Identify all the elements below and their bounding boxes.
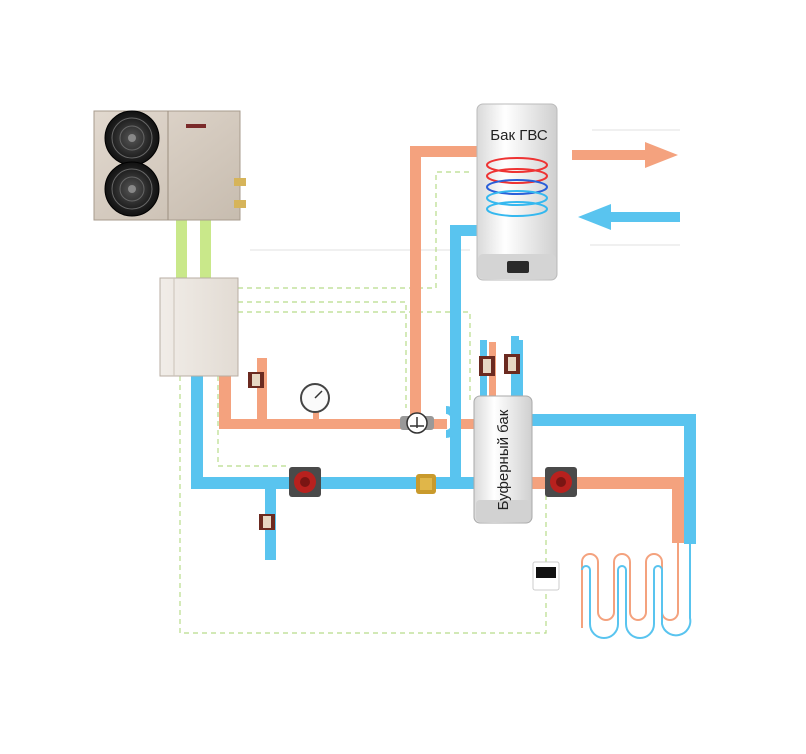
three-way-valve: [400, 412, 434, 434]
check-valve: [416, 474, 436, 494]
refrigerant-lines: [176, 220, 211, 278]
buffer-tank: Буферный бак: [473, 395, 533, 524]
heat-pump-outdoor-unit: [93, 110, 246, 221]
circulation-pump-primary: [289, 467, 321, 497]
room-thermostat: [532, 561, 560, 591]
background-ghost-lines: [250, 129, 680, 251]
pipe-crossover: [445, 406, 460, 438]
buffer-tank-label: Буферный бак: [495, 409, 512, 510]
heating-coil: [486, 157, 548, 217]
shutoff-valve: [259, 514, 275, 530]
shutoff-valve: [479, 356, 495, 376]
shutoff-valve: [248, 372, 264, 388]
shutoff-valve: [504, 354, 520, 374]
circulation-pump-heating: [545, 467, 577, 497]
dhw-tank-label: Бак ГВС: [490, 127, 548, 144]
underfloor-heating-loop: [581, 543, 692, 639]
dhw-tank: Бак ГВС: [476, 103, 558, 281]
indoor-hydro-module: [159, 277, 239, 377]
pressure-gauge: [300, 383, 330, 413]
